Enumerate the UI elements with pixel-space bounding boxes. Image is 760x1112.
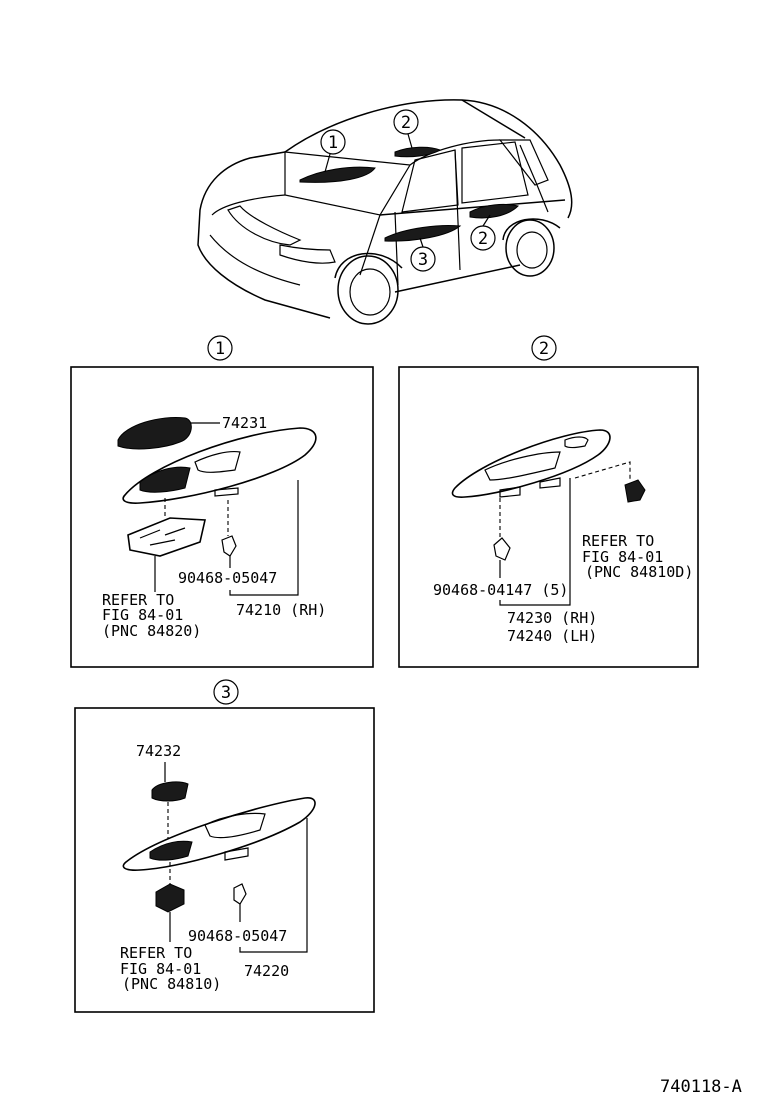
part-74240-label: 74240 (LH) [507, 627, 597, 645]
section-2-callout: 2 [539, 339, 549, 359]
switch-74231-shape [117, 416, 192, 450]
section-3-frame [74, 707, 375, 1013]
part-74232-label: 74232 [136, 742, 181, 760]
clip-90468-05047-3-shape [233, 883, 247, 905]
switch-74232-shape [151, 781, 189, 802]
car-callout-2-rear-label: 2 [478, 229, 488, 249]
panel-74230-shape [451, 429, 611, 498]
switch-assembly-3 [155, 883, 185, 913]
switch-assembly-1 [127, 517, 206, 557]
refer-2-line3: (PNC 84810D) [585, 563, 693, 581]
section-2: 2 90468-04147 (5) 74230 (RH) 74240 (LH) … [398, 335, 699, 668]
car-callout-1: 1 [320, 129, 346, 173]
refer-3-line1: REFER TO [120, 944, 192, 962]
car-illustration [197, 99, 573, 325]
refer-1-line2: FIG 84-01 [102, 606, 183, 624]
car-callout-3-label: 3 [418, 250, 428, 270]
refer-2-line1: REFER TO [582, 532, 654, 550]
part-74210-label: 74210 (RH) [236, 601, 326, 619]
section-1-frame [70, 366, 374, 668]
car-callout-3: 3 [410, 237, 436, 272]
refer-3-line2: FIG 84-01 [120, 960, 201, 978]
refer-3-line3: (PNC 84810) [122, 975, 221, 993]
switch-assembly-2 [624, 479, 646, 503]
figure-code: 740118-A [660, 1077, 742, 1097]
car-callout-2-rear: 2 [470, 214, 496, 251]
section-2-frame [398, 366, 699, 668]
part-74230-label: 74230 (RH) [507, 609, 597, 627]
part-90468-05047-3-label: 90468-05047 [188, 927, 287, 945]
car-callout-1-label: 1 [328, 133, 338, 153]
refer-2-line2: FIG 84-01 [582, 548, 663, 566]
car-callout-2-top: 2 [393, 109, 419, 149]
refer-1-line1: REFER TO [102, 591, 174, 609]
section-3-callout: 3 [221, 683, 231, 703]
part-74231-label: 74231 [222, 414, 267, 432]
panel-74220-shape [122, 797, 316, 871]
section-1-callout: 1 [215, 339, 225, 359]
clip-90468-05047-shape [221, 535, 237, 557]
part-74220-label: 74220 [244, 962, 289, 980]
part-90468-04147-label: 90468-04147 (5) [433, 581, 568, 599]
refer-1-line3: (PNC 84820) [102, 622, 201, 640]
part-90468-05047-label: 90468-05047 [178, 569, 277, 587]
section-1: 1 74231 90468-05047 74210 (RH) REFER TO … [70, 335, 374, 668]
section-3: 3 74232 90468-05047 74220 REFER TO FIG 8… [74, 679, 375, 1013]
clip-90468-04147-shape [493, 537, 511, 561]
car-callout-2-top-label: 2 [401, 113, 411, 133]
